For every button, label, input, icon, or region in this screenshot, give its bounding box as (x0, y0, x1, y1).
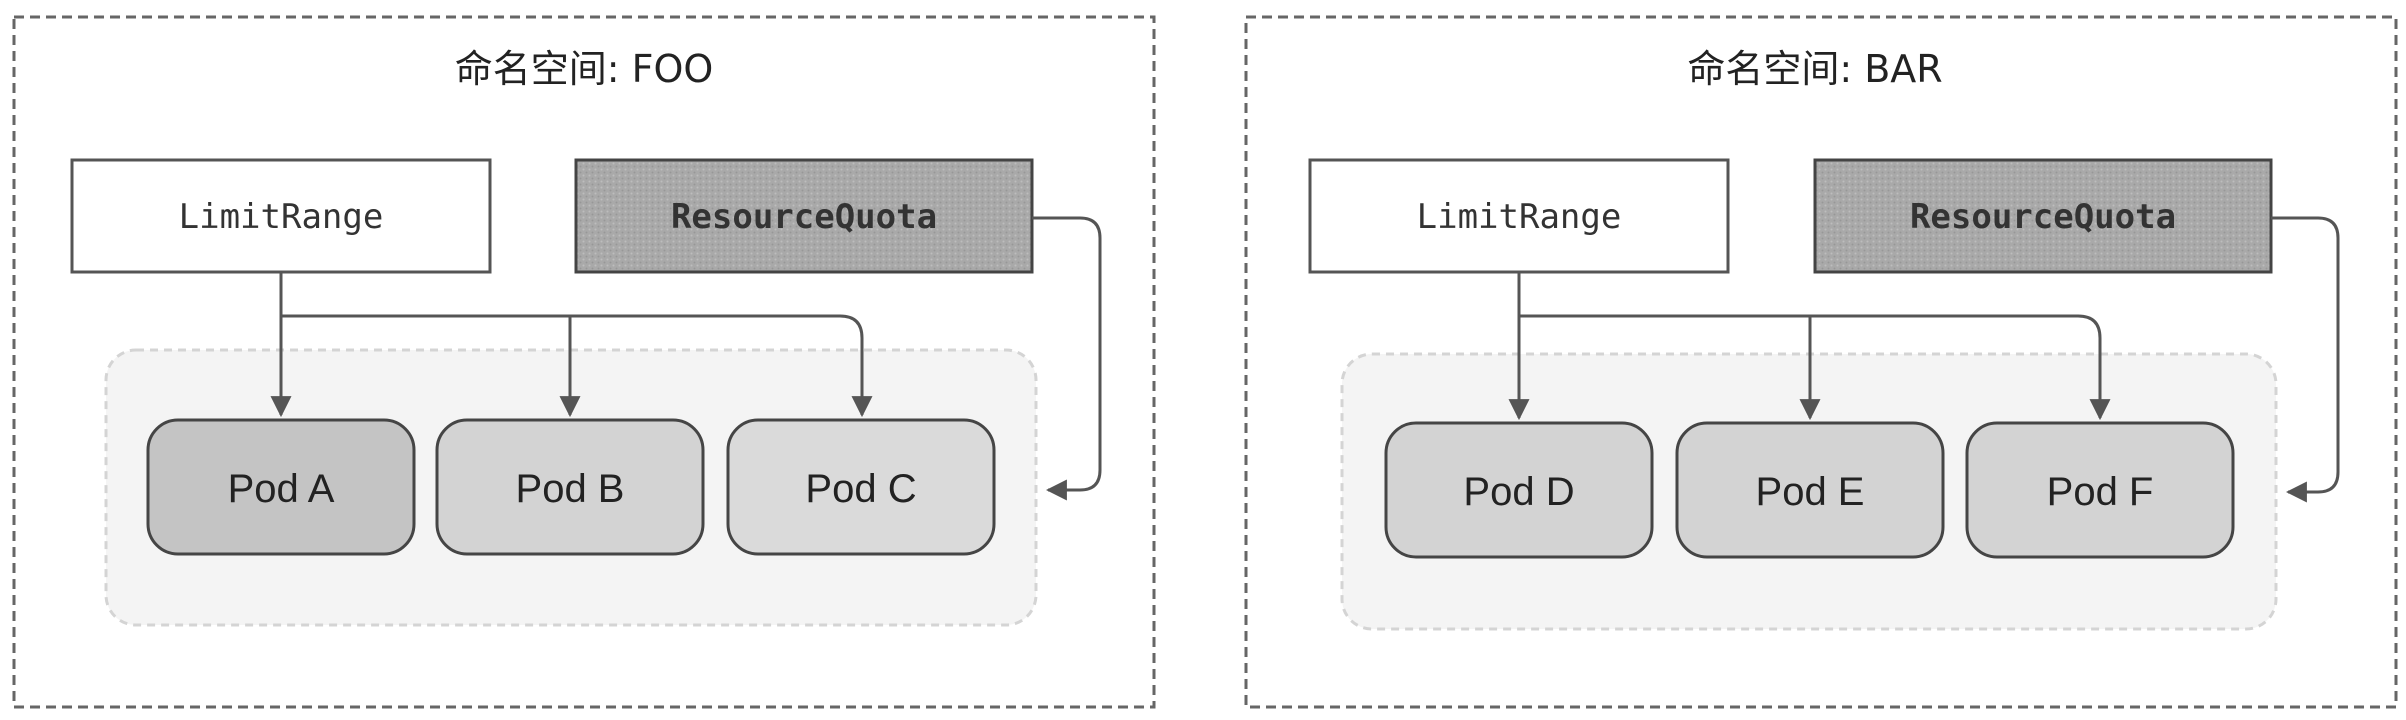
pod-c-label: Pod C (805, 467, 916, 511)
namespace-foo: 命名空间: FOO LimitRange ResourceQuota Pod A… (12, 15, 1156, 709)
pod-a-label: Pod A (228, 467, 335, 511)
limitrange-label-foo: LimitRange (179, 197, 384, 237)
arrow-limitrange-to-pod-c (570, 314, 873, 418)
namespace-foo-title: 命名空间: FOO (455, 47, 714, 91)
limitrange-label-bar: LimitRange (1417, 197, 1622, 237)
pod-e-label: Pod E (1756, 470, 1865, 514)
resourcequota-label-foo: ResourceQuota (671, 197, 937, 237)
arrow-resourcequota-to-pods-bar (2271, 216, 2340, 503)
resourcequota-box-bar (1813, 158, 2273, 274)
arrow-resourcequota-to-pods-foo (1032, 216, 1102, 501)
resourcequota-box-foo (574, 158, 1034, 274)
namespace-bar: 命名空间: BAR LimitRange ResourceQuota Pod D… (1244, 15, 2398, 709)
namespace-bar-title: 命名空间: BAR (1687, 47, 1942, 91)
pod-f-box (1965, 421, 2235, 559)
pod-b-label: Pod B (516, 467, 625, 511)
namespace-foo-frame (12, 15, 1156, 709)
pod-e-box (1675, 421, 1945, 559)
pod-c-box (726, 418, 996, 556)
limitrange-box-bar (1308, 158, 1730, 274)
pod-d-label: Pod D (1463, 470, 1574, 514)
limitrange-box-foo (70, 158, 492, 274)
namespace-bar-frame (1244, 15, 2398, 709)
pod-a-box (146, 418, 416, 556)
pod-f-label: Pod F (2047, 470, 2154, 514)
pod-b-box (435, 418, 705, 556)
pod-d-box (1384, 421, 1654, 559)
arrow-limitrange-to-pod-f (1810, 314, 2111, 421)
resourcequota-label-bar: ResourceQuota (1910, 197, 2176, 237)
